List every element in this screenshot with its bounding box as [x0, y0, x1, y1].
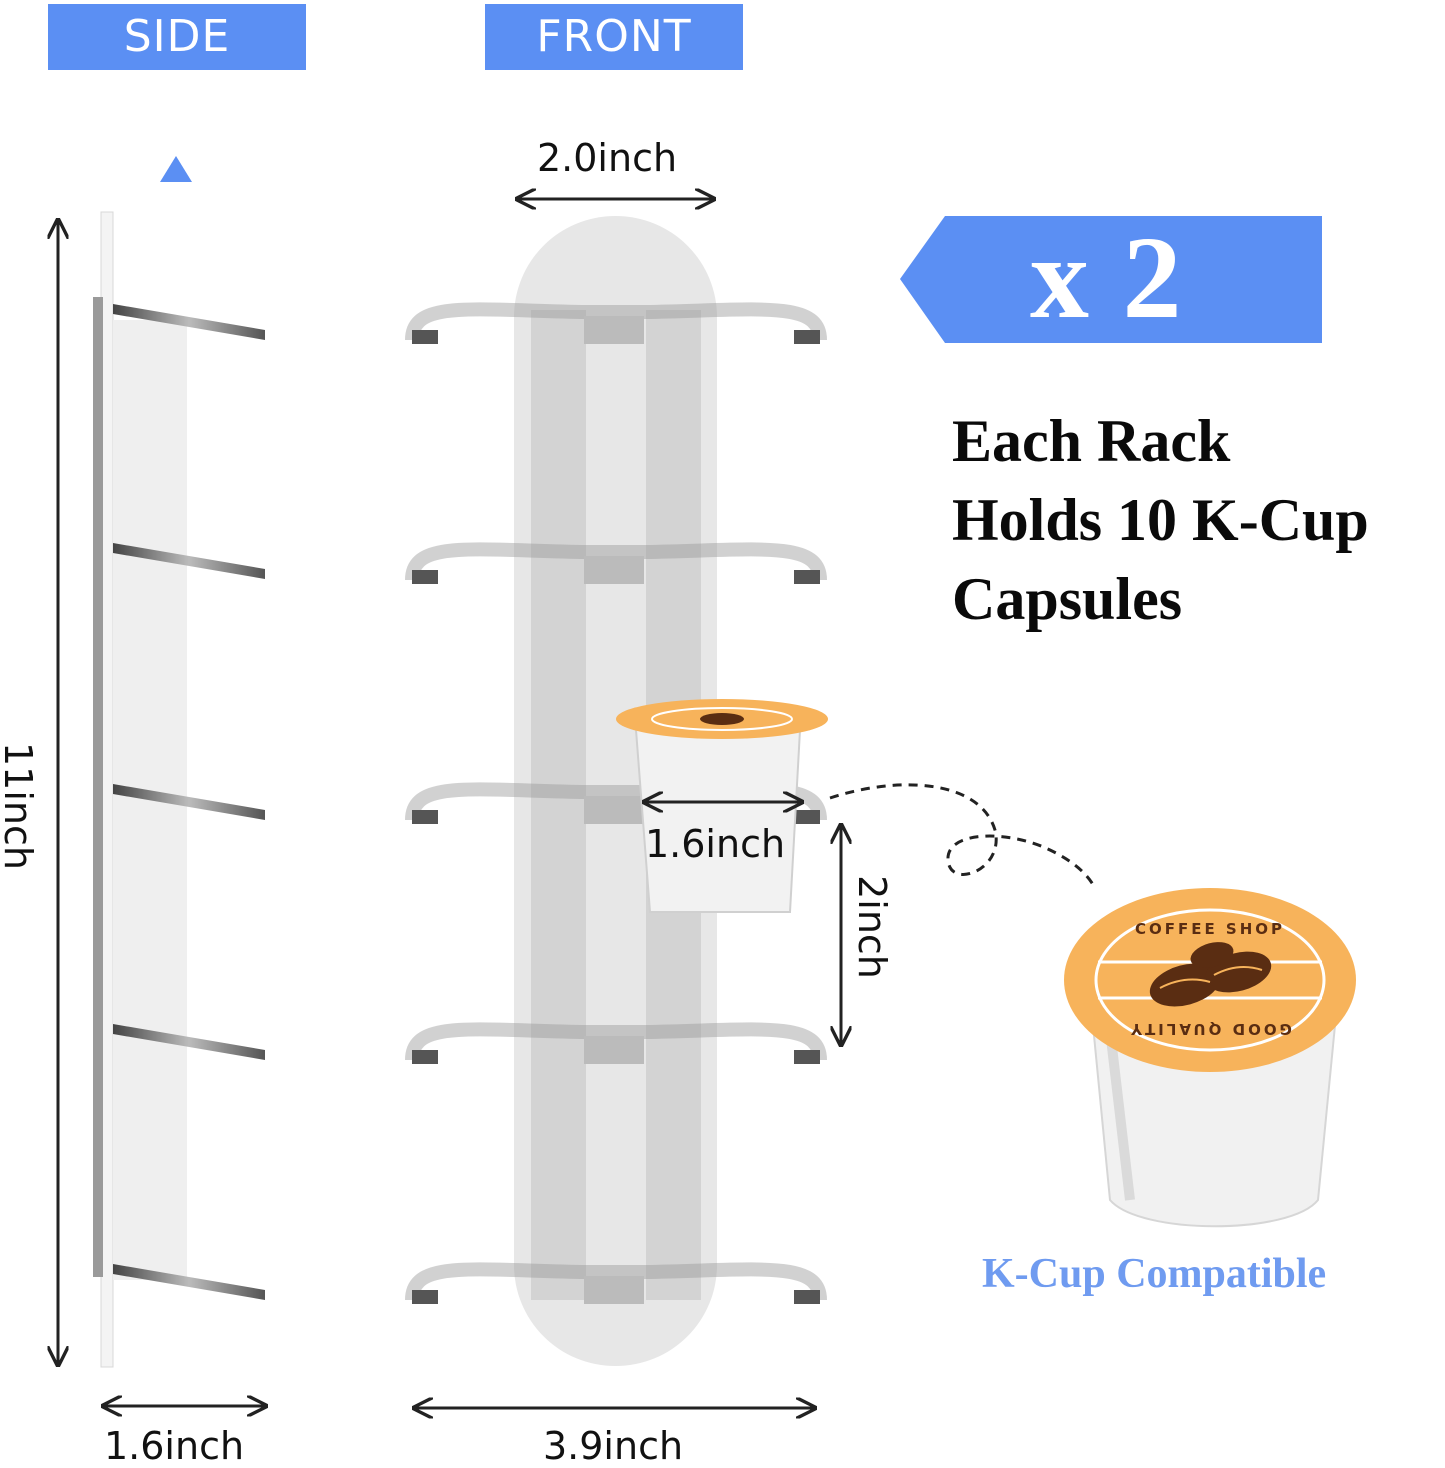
lid-bottom-text: GOOD QUALITY [1128, 1020, 1292, 1038]
capacity-headline: Each Rack Holds 10 K-Cup Capsules [952, 402, 1369, 639]
quantity-badge [900, 216, 1322, 343]
headline-line-3: Capsules [952, 566, 1183, 632]
front-view-tab: FRONT [485, 4, 743, 70]
triangle-marker-icon [160, 156, 192, 182]
capsule-on-rack [616, 699, 828, 913]
headline-line-1: Each Rack [952, 408, 1231, 474]
compatibility-caption: K-Cup Compatible [982, 1251, 1327, 1297]
side-view-tab: SIDE [48, 4, 306, 70]
front-view-rack [405, 199, 841, 1408]
top-width-label: 2.0inch [537, 136, 678, 180]
cup-diameter-label: 1.6inch [645, 822, 786, 866]
headline-line-2: Holds 10 K-Cup [952, 487, 1369, 553]
side-arms [113, 304, 265, 1300]
side-depth-label: 1.6inch [104, 1424, 245, 1468]
front-width-label: 3.9inch [543, 1424, 684, 1468]
dashed-connector [829, 783, 1097, 889]
shelf-spacing-label: 2inch [850, 875, 894, 979]
height-label: 11inch [0, 742, 40, 870]
side-view-rack [58, 156, 266, 1406]
k-cup-capsule-image: COFFEE SHOP GOOD QUALITY [1064, 888, 1356, 1228]
quantity-badge-text: x 2 [1030, 212, 1184, 343]
lid-top-text: COFFEE SHOP [1135, 920, 1285, 938]
